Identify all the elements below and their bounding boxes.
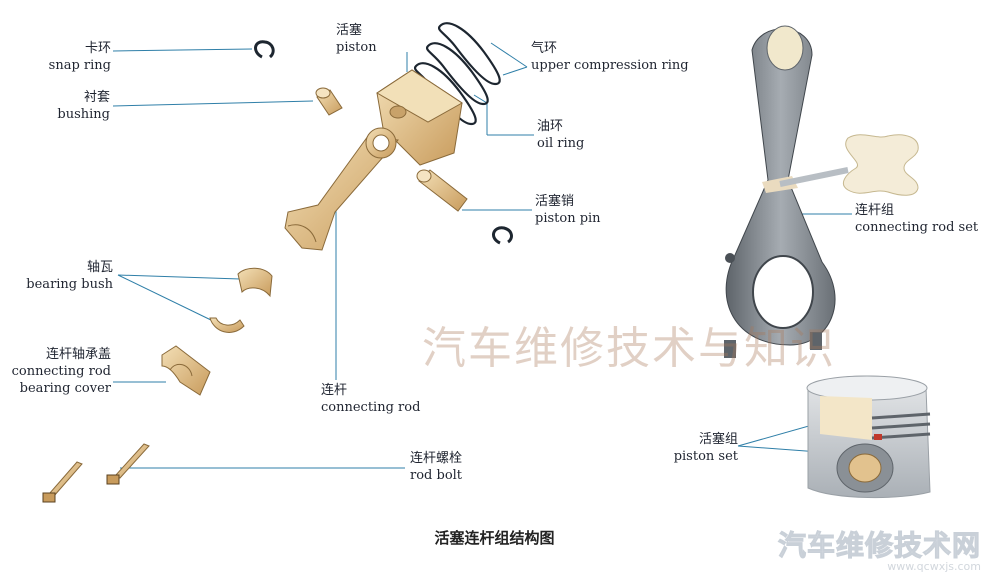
- label-en: connecting rod: [321, 400, 421, 415]
- label-rod-set: 连杆组 connecting rod set: [855, 202, 978, 236]
- label-oil-ring: 油环 oil ring: [537, 118, 584, 152]
- label-en: oil ring: [537, 136, 585, 151]
- label-zh: 油环: [537, 119, 564, 134]
- bearing-bush-icon: [209, 267, 273, 333]
- label-en-line2: bearing cover: [19, 381, 111, 396]
- label-en: connecting rod set: [855, 220, 979, 235]
- bushing-icon: [315, 87, 343, 116]
- brand-name: 汽车维修技术网: [777, 529, 981, 563]
- label-bushing: 衬套 bushing: [57, 89, 110, 123]
- label-en: piston set: [673, 449, 738, 464]
- rod-set-image: [724, 25, 836, 358]
- connecting-rod-icon: [284, 127, 399, 251]
- label-en: upper compression ring: [531, 58, 689, 73]
- rod-bolt-icon: [42, 443, 150, 503]
- label-en: bearing bush: [26, 277, 113, 292]
- label-upper-ring: 气环 upper compression ring: [531, 40, 689, 74]
- snap-ring-icon: [254, 40, 275, 59]
- label-rod-bolt: 连杆螺栓 rod bolt: [410, 450, 462, 484]
- label-piston: 活塞 piston: [336, 22, 377, 56]
- label-connecting-rod: 连杆 connecting rod: [321, 382, 420, 416]
- brand-logo: 汽车维修技术网 www.qcwxjs.com: [777, 524, 981, 573]
- label-en: piston: [336, 40, 377, 55]
- label-en: piston pin: [535, 211, 601, 226]
- label-zh: 连杆组: [855, 203, 895, 218]
- piston-icon: [376, 69, 463, 166]
- figure-caption: 活塞连杆组结构图: [434, 529, 555, 547]
- label-en-line1: connecting rod: [11, 364, 111, 379]
- label-zh: 活塞组: [698, 432, 738, 447]
- label-piston-pin: 活塞销 piston pin: [535, 193, 601, 227]
- label-zh: 活塞销: [535, 194, 575, 209]
- label-bearing-cover: 连杆轴承盖 connecting rod bearing cover: [12, 346, 111, 397]
- label-en: rod bolt: [410, 468, 463, 483]
- piston-set-image: [806, 375, 931, 499]
- label-zh: 连杆轴承盖: [45, 347, 111, 362]
- label-en: snap ring: [48, 58, 111, 73]
- label-zh: 活塞: [336, 23, 363, 38]
- piston-pin-icon: [416, 169, 468, 212]
- bearing-cover-icon: [161, 345, 211, 396]
- rod-section-icon: [843, 134, 919, 196]
- label-en: bushing: [57, 107, 110, 122]
- label-zh: 轴瓦: [86, 260, 113, 275]
- snap-ring-icon: [492, 226, 513, 245]
- section-pointer: [779, 167, 849, 187]
- label-zh: 连杆: [321, 383, 348, 398]
- label-zh: 卡环: [84, 41, 111, 56]
- label-piston-set: 活塞组 piston set: [674, 431, 738, 465]
- label-zh: 连杆螺栓: [410, 451, 463, 466]
- label-snap-ring: 卡环 snap ring: [49, 40, 111, 74]
- leader-lines: [112, 42, 861, 469]
- label-bearing-bush: 轴瓦 bearing bush: [26, 259, 113, 293]
- label-zh: 气环: [531, 41, 558, 56]
- label-zh: 衬套: [83, 90, 110, 105]
- watermark: 汽车维修技术与知识: [422, 323, 836, 374]
